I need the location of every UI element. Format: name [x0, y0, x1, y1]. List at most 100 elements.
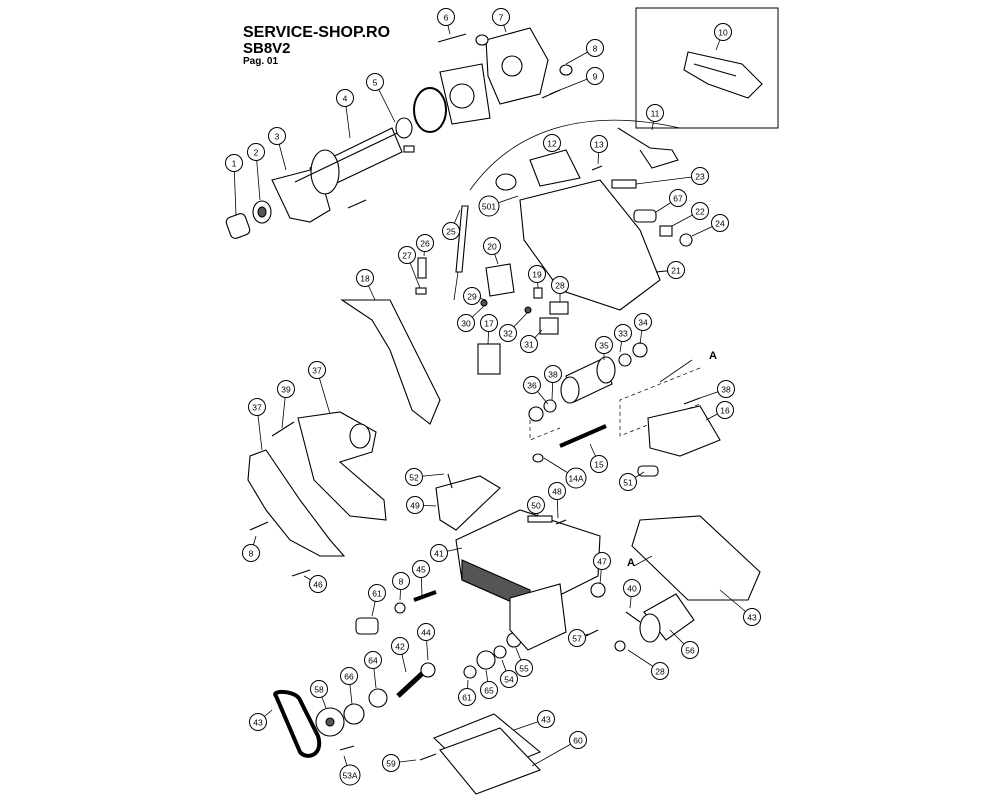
callout-circle: [528, 265, 546, 283]
callout-54: 54: [500, 659, 518, 688]
callout-number: 45: [416, 565, 426, 575]
callout-22: 22: [671, 202, 709, 227]
callout-67: 67: [655, 189, 687, 213]
callout-circle: [398, 246, 416, 264]
callout-number: 56: [685, 646, 695, 656]
callout-number: 40: [627, 584, 637, 594]
callout-circle: [336, 89, 354, 107]
callout-number: 43: [747, 613, 757, 623]
callout-number: 66: [344, 672, 354, 682]
callout-15: 15: [589, 443, 608, 473]
callout-43: 43: [513, 710, 555, 731]
callout-number: 24: [715, 219, 725, 229]
callout-circle: [483, 237, 501, 255]
callout-number: 33: [618, 329, 628, 339]
callout-5: 5: [366, 73, 396, 123]
callout-number: 43: [541, 715, 551, 725]
callout-8: 8: [242, 535, 260, 562]
callout-circle: [249, 713, 267, 731]
callout-45: 45: [412, 560, 430, 597]
callout-43: 43: [719, 589, 761, 626]
callout-number: 50: [531, 501, 541, 511]
callout-number: 2: [254, 148, 259, 158]
callout-number: 36: [527, 381, 537, 391]
callout-28: 28: [627, 649, 669, 680]
callout-44: 44: [417, 623, 435, 661]
callout-49: 49: [406, 496, 437, 514]
callout-3: 3: [268, 127, 287, 171]
callout-number: 37: [252, 403, 262, 413]
callout-circle: [614, 324, 632, 342]
inset-box: [635, 7, 779, 129]
callout-35: 35: [595, 336, 613, 360]
callout-circle: [277, 380, 295, 398]
callout-number: 30: [461, 319, 471, 329]
callout-40: 40: [623, 579, 641, 609]
callout-46: 46: [303, 575, 327, 593]
callout-circle: [651, 662, 669, 680]
callout-circle: [463, 287, 481, 305]
callout-circle: [515, 659, 533, 677]
callout-circle: [309, 575, 327, 593]
callout-circle: [308, 361, 326, 379]
callout-circle: [242, 544, 260, 562]
callout-59: 59: [382, 754, 417, 772]
callout-circle: [586, 67, 604, 85]
callout-circle: [458, 688, 476, 706]
markers-layer: AA: [627, 350, 717, 569]
callout-number: 13: [594, 140, 604, 150]
callout-number: 1: [232, 159, 237, 169]
callout-number: 53A: [342, 771, 357, 781]
callout-circle: [392, 572, 410, 590]
callout-number: 7: [499, 13, 504, 23]
callout-19: 19: [528, 265, 546, 289]
marker-a-label: A: [709, 350, 717, 362]
callout-number: 3: [275, 132, 280, 142]
callout-number: 41: [434, 549, 444, 559]
callout-27: 27: [398, 246, 421, 289]
callout-39: 39: [277, 380, 295, 429]
callout-7: 7: [492, 8, 510, 33]
callout-circle: [669, 189, 687, 207]
callout-13: 13: [590, 135, 608, 165]
callout-41: 41: [430, 544, 463, 562]
callout-61: 61: [458, 679, 476, 706]
callout-circle: [406, 496, 424, 514]
callout-number: 16: [720, 406, 730, 416]
callout-circle: [339, 764, 361, 786]
callout-23: 23: [635, 167, 709, 185]
callout-circle: [565, 467, 587, 489]
callout-number: 32: [503, 329, 513, 339]
callout-number: 65: [484, 686, 494, 696]
callout-number: 46: [313, 580, 323, 590]
callout-circle: [268, 127, 286, 145]
callout-11: 11: [646, 104, 664, 131]
callout-circle: [714, 23, 732, 41]
callout-number: 67: [673, 194, 683, 204]
callout-number: 5: [373, 78, 378, 88]
callout-circle: [711, 214, 729, 232]
callout-number: 57: [572, 634, 582, 644]
callout-number: 47: [597, 557, 607, 567]
callout-number: 10: [718, 28, 728, 38]
callout-33: 33: [614, 324, 632, 353]
callout-circle: [523, 376, 541, 394]
callout-circle: [430, 544, 448, 562]
callout-24: 24: [691, 214, 729, 237]
callout-36: 36: [523, 376, 549, 405]
callout-number: 28: [655, 667, 665, 677]
callout-501: 501: [478, 195, 519, 217]
callout-17: 17: [480, 314, 498, 345]
callout-number: 61: [462, 693, 472, 703]
callout-number: 58: [314, 685, 324, 695]
callout-circle: [590, 455, 608, 473]
callout-48: 48: [548, 482, 566, 519]
callout-circle: [310, 680, 328, 698]
leader-line: [635, 175, 701, 185]
callout-4: 4: [336, 89, 354, 139]
callout-circle: [368, 584, 386, 602]
callout-number: 54: [504, 675, 514, 685]
callout-53A: 53A: [339, 755, 361, 786]
